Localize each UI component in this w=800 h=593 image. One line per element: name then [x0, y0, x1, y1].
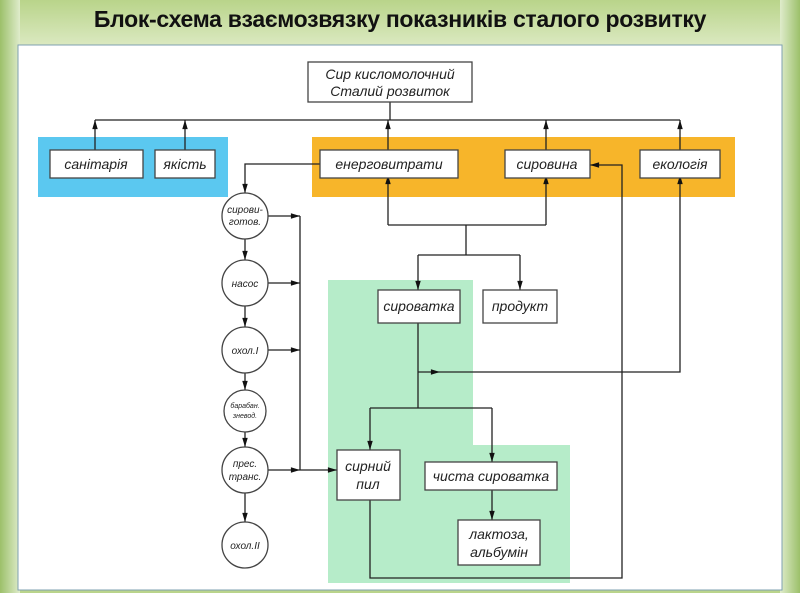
step-4-line1: барабан.: [230, 402, 259, 410]
node-quality: якість: [162, 156, 206, 172]
node-ecology: екологія: [652, 156, 708, 172]
node-cheese-dust-line1: сирний: [345, 458, 391, 474]
node-cheese-dust-line2: пил: [356, 476, 379, 492]
step-2: насос: [232, 279, 259, 290]
step-3: охол.І: [232, 346, 259, 357]
step-5-line2: транс.: [229, 472, 262, 483]
node-clean-whey: чиста сироватка: [433, 468, 550, 484]
slide-title: Блок-схема взаємозвязку показників стало…: [93, 6, 707, 32]
node-raw-material: сировина: [517, 156, 578, 172]
node-whey: сироватка: [383, 298, 454, 314]
root-node-line1: Сир кисломолочний: [325, 66, 455, 82]
node-lactose-line1: лактоза,: [468, 526, 529, 542]
step-1-line1: сирови-: [227, 205, 263, 216]
connectors: [92, 102, 683, 579]
left-border: [0, 0, 20, 593]
node-lactose-line2: альбумін: [470, 544, 528, 560]
green-group: [328, 280, 570, 583]
node-sanitation: санітарія: [64, 156, 128, 172]
root-node-line2: Сталий розвиток: [330, 83, 451, 99]
node-energy: енерговитрати: [335, 156, 442, 172]
node-product: продукт: [492, 298, 549, 314]
step-1-line2: готов.: [229, 217, 261, 228]
step-6: охол.ІІ: [230, 541, 260, 552]
step-5-line1: прес.: [233, 459, 257, 470]
boxes: [49, 61, 721, 569]
step-4-line2: зневод.: [232, 412, 257, 420]
